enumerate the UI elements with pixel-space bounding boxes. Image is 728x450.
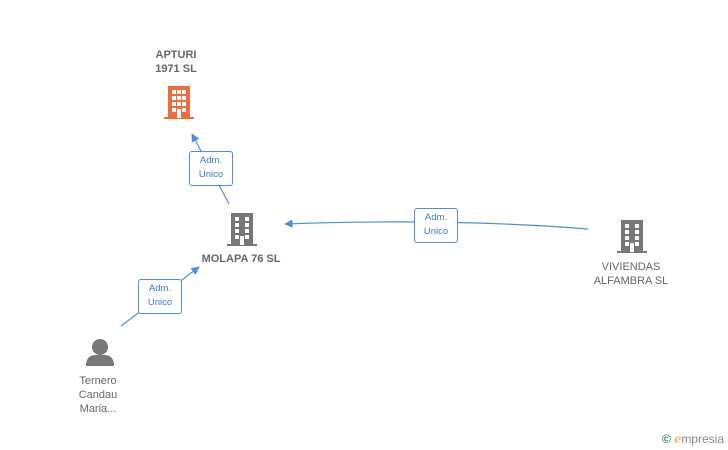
viviendas-name-line1: VIVIENDAS — [601, 261, 661, 273]
node-label-apturi[interactable]: APTURI 1971 SL — [136, 48, 216, 76]
node-label-molapa[interactable]: MOLAPA 76 SL — [186, 252, 296, 266]
building-icon-viviendas[interactable] — [617, 220, 647, 253]
building-icon-apturi[interactable] — [164, 86, 194, 119]
brand-initial: e — [674, 432, 682, 446]
apturi-name-line1: APTURI — [155, 49, 197, 61]
relation-role-line2: Unico — [198, 169, 224, 180]
molapa-name: MOLAPA 76 SL — [201, 253, 281, 265]
node-label-viviendas[interactable]: VIVIENDAS ALFAMBRA SL — [576, 260, 686, 288]
relation-role-line2: Unico — [423, 226, 449, 237]
person-icon-ternero[interactable] — [86, 339, 114, 366]
relation-label-molapa-apturi[interactable]: Adm. Unico — [189, 151, 233, 186]
ternero-name-line2: Candau — [78, 389, 118, 401]
node-label-ternero[interactable]: Ternero Candau Maria... — [62, 374, 134, 416]
ternero-name-line3: Maria... — [79, 403, 117, 415]
building-icon-molapa[interactable] — [227, 213, 257, 246]
relation-role-line1: Adm. — [199, 155, 223, 166]
ternero-name-line1: Ternero — [79, 375, 117, 387]
relation-role-line1: Adm. — [148, 283, 172, 294]
copyright-symbol: © — [662, 432, 671, 446]
apturi-name-line2: 1971 SL — [155, 63, 197, 75]
viviendas-name-line2: ALFAMBRA SL — [593, 275, 669, 287]
relation-role-line2: Unico — [147, 297, 173, 308]
relation-label-ternero-molapa[interactable]: Adm. Unico — [138, 279, 182, 314]
empresia-logo: © empresia — [662, 432, 724, 446]
relation-label-viviendas-molapa[interactable]: Adm. Unico — [414, 208, 458, 243]
relation-role-line1: Adm. — [424, 212, 448, 223]
brand-name: mpresia — [681, 432, 724, 446]
